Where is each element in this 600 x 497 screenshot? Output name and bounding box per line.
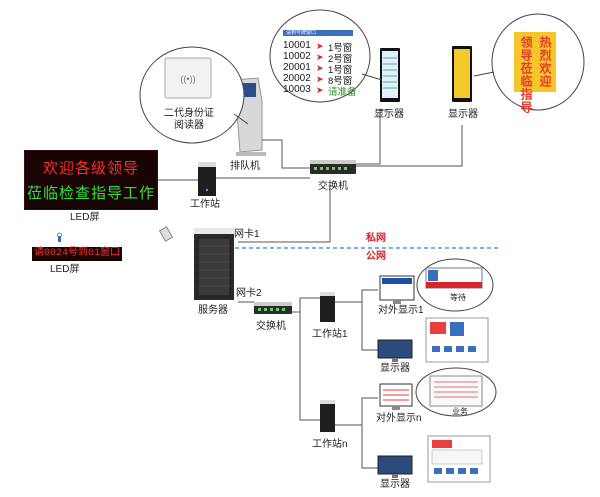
monitor-1-label: 显示器 <box>380 363 410 374</box>
link-ws1-mon1 <box>361 302 378 351</box>
monitor-icon <box>377 455 413 478</box>
workstation-n-label: 工作站n <box>312 439 348 450</box>
arrow-icon: ➤ <box>316 85 324 95</box>
external-display-1-label: 对外显示1 <box>378 305 424 316</box>
display-icon <box>452 46 472 102</box>
waiting-bubble <box>416 258 494 312</box>
link-switch-display2 <box>356 125 463 167</box>
welcome-text-col1: 领导莅临指导 <box>519 36 533 114</box>
nic-1-label: 网卡1 <box>234 229 260 240</box>
workstation-icon <box>320 292 335 322</box>
nic-2-label: 网卡2 <box>236 288 262 299</box>
welcome-bubble <box>473 13 585 111</box>
queue-window: 1号窗 <box>328 65 353 76</box>
link-wsn-monn <box>361 425 378 469</box>
queue-window: 2号窗 <box>328 54 353 65</box>
external-display-icon <box>379 275 415 304</box>
external-display-icon <box>379 383 413 410</box>
workstation-icon <box>198 162 216 196</box>
business-bubble <box>415 367 497 417</box>
server-icon <box>194 228 234 300</box>
link-switch-wsn <box>299 312 320 421</box>
workstation-top-label: 工作站 <box>190 199 220 210</box>
queue-number: 20002 <box>283 73 311 84</box>
queue-number: 20001 <box>283 62 311 73</box>
led-line-1: 欢迎各级领导 <box>42 159 139 177</box>
arrow-icon: ➤ <box>316 74 324 84</box>
led-small-screen: 请0024号到01窗口 <box>32 247 123 261</box>
led-screen: 欢迎各级领导 莅临检查指导工作 <box>24 150 158 210</box>
business-label: 业务 <box>452 407 468 416</box>
led-line-2: 莅临检查指导工作 <box>26 184 155 202</box>
antenna-icon <box>57 232 62 242</box>
queue-display-bubble <box>269 9 383 103</box>
led-small-screen-label: LED屏 <box>50 264 80 275</box>
monitor-icon <box>377 339 413 362</box>
queue-window: 8号窗 <box>328 76 353 87</box>
link-switch-nic1 <box>238 186 331 243</box>
welcome-text-col2: 热烈欢迎 <box>538 36 552 88</box>
switch-bottom-label: 交换机 <box>256 321 286 332</box>
id-reader-label: 二代身份证 阅读器 <box>164 108 214 131</box>
queue-number: 10003 <box>283 84 311 95</box>
queue-machine-label: 排队机 <box>230 161 260 172</box>
workstation-1-label: 工作站1 <box>312 329 348 340</box>
monitor-screen-bubble <box>427 435 491 483</box>
display-1-label: 显示器 <box>374 109 404 120</box>
switch-icon <box>310 160 356 174</box>
queue-number: 10002 <box>283 51 311 62</box>
external-display-n-label: 对外显示n <box>376 413 422 424</box>
queue-display-header: 请到号牌窗口 <box>286 30 317 36</box>
link-queue-switch <box>262 139 310 169</box>
private-net-label: 私网 <box>366 233 386 244</box>
svg-text:((•)): ((•)) <box>180 74 195 84</box>
monitor-screen-bubble <box>425 317 489 363</box>
link-ws1-ext1 <box>335 289 378 303</box>
remote-icon <box>158 226 174 242</box>
display-2-label: 显示器 <box>448 109 478 120</box>
public-net-label: 公网 <box>366 251 386 262</box>
workstation-icon <box>320 400 335 432</box>
waiting-label: 等待 <box>450 293 466 302</box>
switch-icon <box>254 302 292 314</box>
arrow-icon: ➤ <box>316 63 324 73</box>
id-reader-bubble: ((•)) <box>139 46 249 144</box>
queue-window: 请准备 <box>328 87 357 98</box>
arrow-icon: ➤ <box>316 52 324 62</box>
monitor-n-label: 显示器 <box>380 479 410 490</box>
link-wsn-extn <box>335 397 378 426</box>
display-icon <box>380 48 400 102</box>
switch-top-label: 交换机 <box>318 181 348 192</box>
server-label: 服务器 <box>198 305 228 316</box>
link-switch-display1 <box>350 109 388 165</box>
link-switch-ws1 <box>290 297 320 313</box>
queue-number: 10001 <box>283 40 311 51</box>
led-screen-label: LED屏 <box>70 212 100 223</box>
queue-window: 1号窗 <box>328 43 353 54</box>
arrow-icon: ➤ <box>316 41 324 51</box>
card-reader-icon <box>164 57 212 99</box>
